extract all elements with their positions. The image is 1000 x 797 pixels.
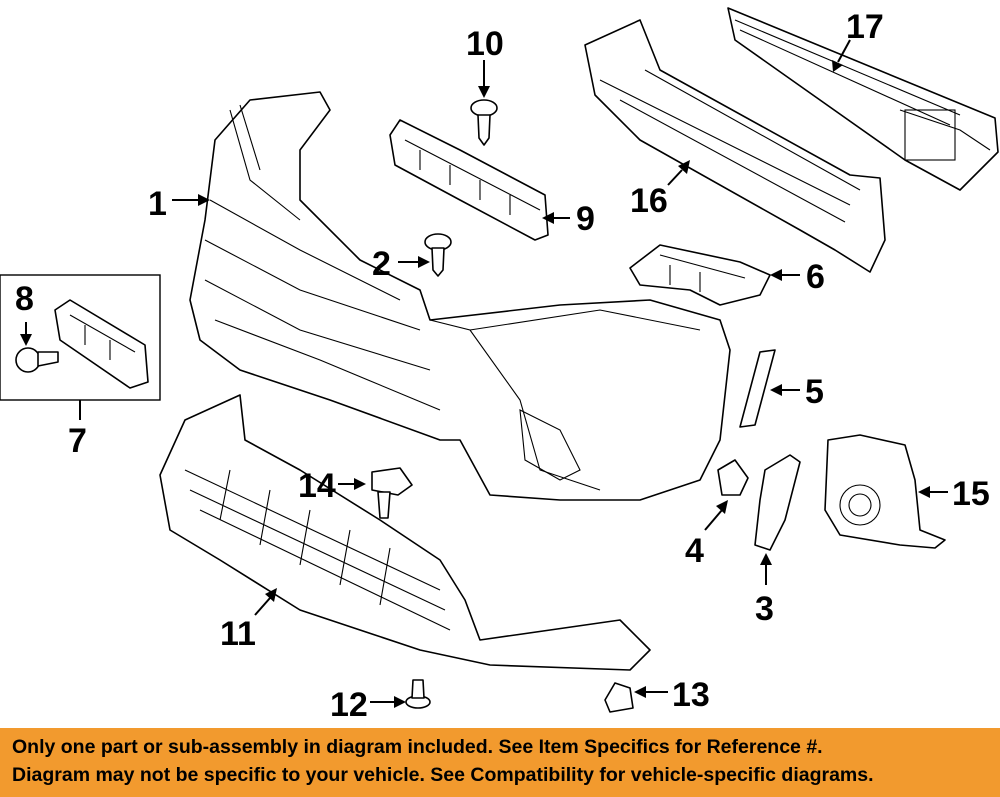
leader-1 — [172, 194, 210, 206]
leader-16 — [667, 160, 690, 186]
callout-14: 14 — [298, 467, 336, 505]
leader-12 — [370, 696, 406, 708]
disclaimer-line-2: Diagram may not be specific to your vehi… — [12, 764, 874, 786]
callout-16: 16 — [630, 182, 668, 220]
leader-13 — [634, 686, 668, 698]
parts-diagram: 1 2 3 4 5 6 7 8 9 10 11 12 13 14 15 16 1… — [0, 7, 999, 724]
leader-10 — [478, 60, 490, 98]
part-14-sensor — [371, 467, 413, 519]
part-10-clip — [470, 99, 498, 146]
callout-12: 12 — [330, 686, 368, 724]
leader-5 — [770, 384, 800, 396]
leader-11 — [254, 588, 277, 616]
callout-1: 1 — [148, 185, 167, 223]
callout-15: 15 — [952, 475, 990, 513]
leader-6 — [770, 269, 800, 281]
callout-5: 5 — [805, 373, 824, 411]
callout-13: 13 — [672, 676, 710, 714]
part-15-fog-lamp-housing — [824, 434, 946, 549]
callout-8: 8 — [15, 280, 34, 318]
disclaimer-banner: Only one part or sub-assembly in diagram… — [0, 728, 1000, 797]
leader-9 — [542, 212, 570, 224]
callout-4: 4 — [685, 532, 704, 570]
callout-9: 9 — [576, 200, 595, 238]
disclaimer-line-1: Only one part or sub-assembly in diagram… — [12, 736, 823, 758]
callout-11: 11 — [220, 615, 256, 653]
part-6-side-bracket — [629, 244, 771, 306]
part-1-bumper-cover — [189, 91, 731, 501]
leader-4 — [704, 500, 728, 531]
callout-10: 10 — [466, 25, 504, 63]
part-11-lower-grille — [159, 394, 651, 671]
callout-2: 2 — [372, 245, 391, 283]
callout-6: 6 — [806, 258, 825, 296]
leader-8 — [20, 322, 32, 346]
leader-3 — [760, 553, 772, 585]
part-13-clip — [604, 682, 634, 713]
callout-3: 3 — [755, 590, 774, 628]
part-4-bracket — [717, 459, 749, 496]
leader-15 — [918, 486, 948, 498]
callout-17: 17 — [846, 8, 884, 46]
part-16-energy-absorber — [584, 19, 886, 273]
part-2-clip — [424, 233, 452, 277]
leader-2 — [398, 256, 430, 268]
callout-7: 7 — [68, 422, 87, 460]
part-8-bolt — [15, 347, 59, 373]
part-3-bracket — [754, 454, 801, 551]
part-17-reinforcement-bar — [727, 7, 999, 191]
leader-17 — [832, 39, 851, 72]
part-9-bracket — [389, 119, 549, 241]
part-5-strip — [739, 349, 776, 428]
leader-14 — [338, 478, 366, 490]
part-12-fastener — [405, 679, 431, 709]
